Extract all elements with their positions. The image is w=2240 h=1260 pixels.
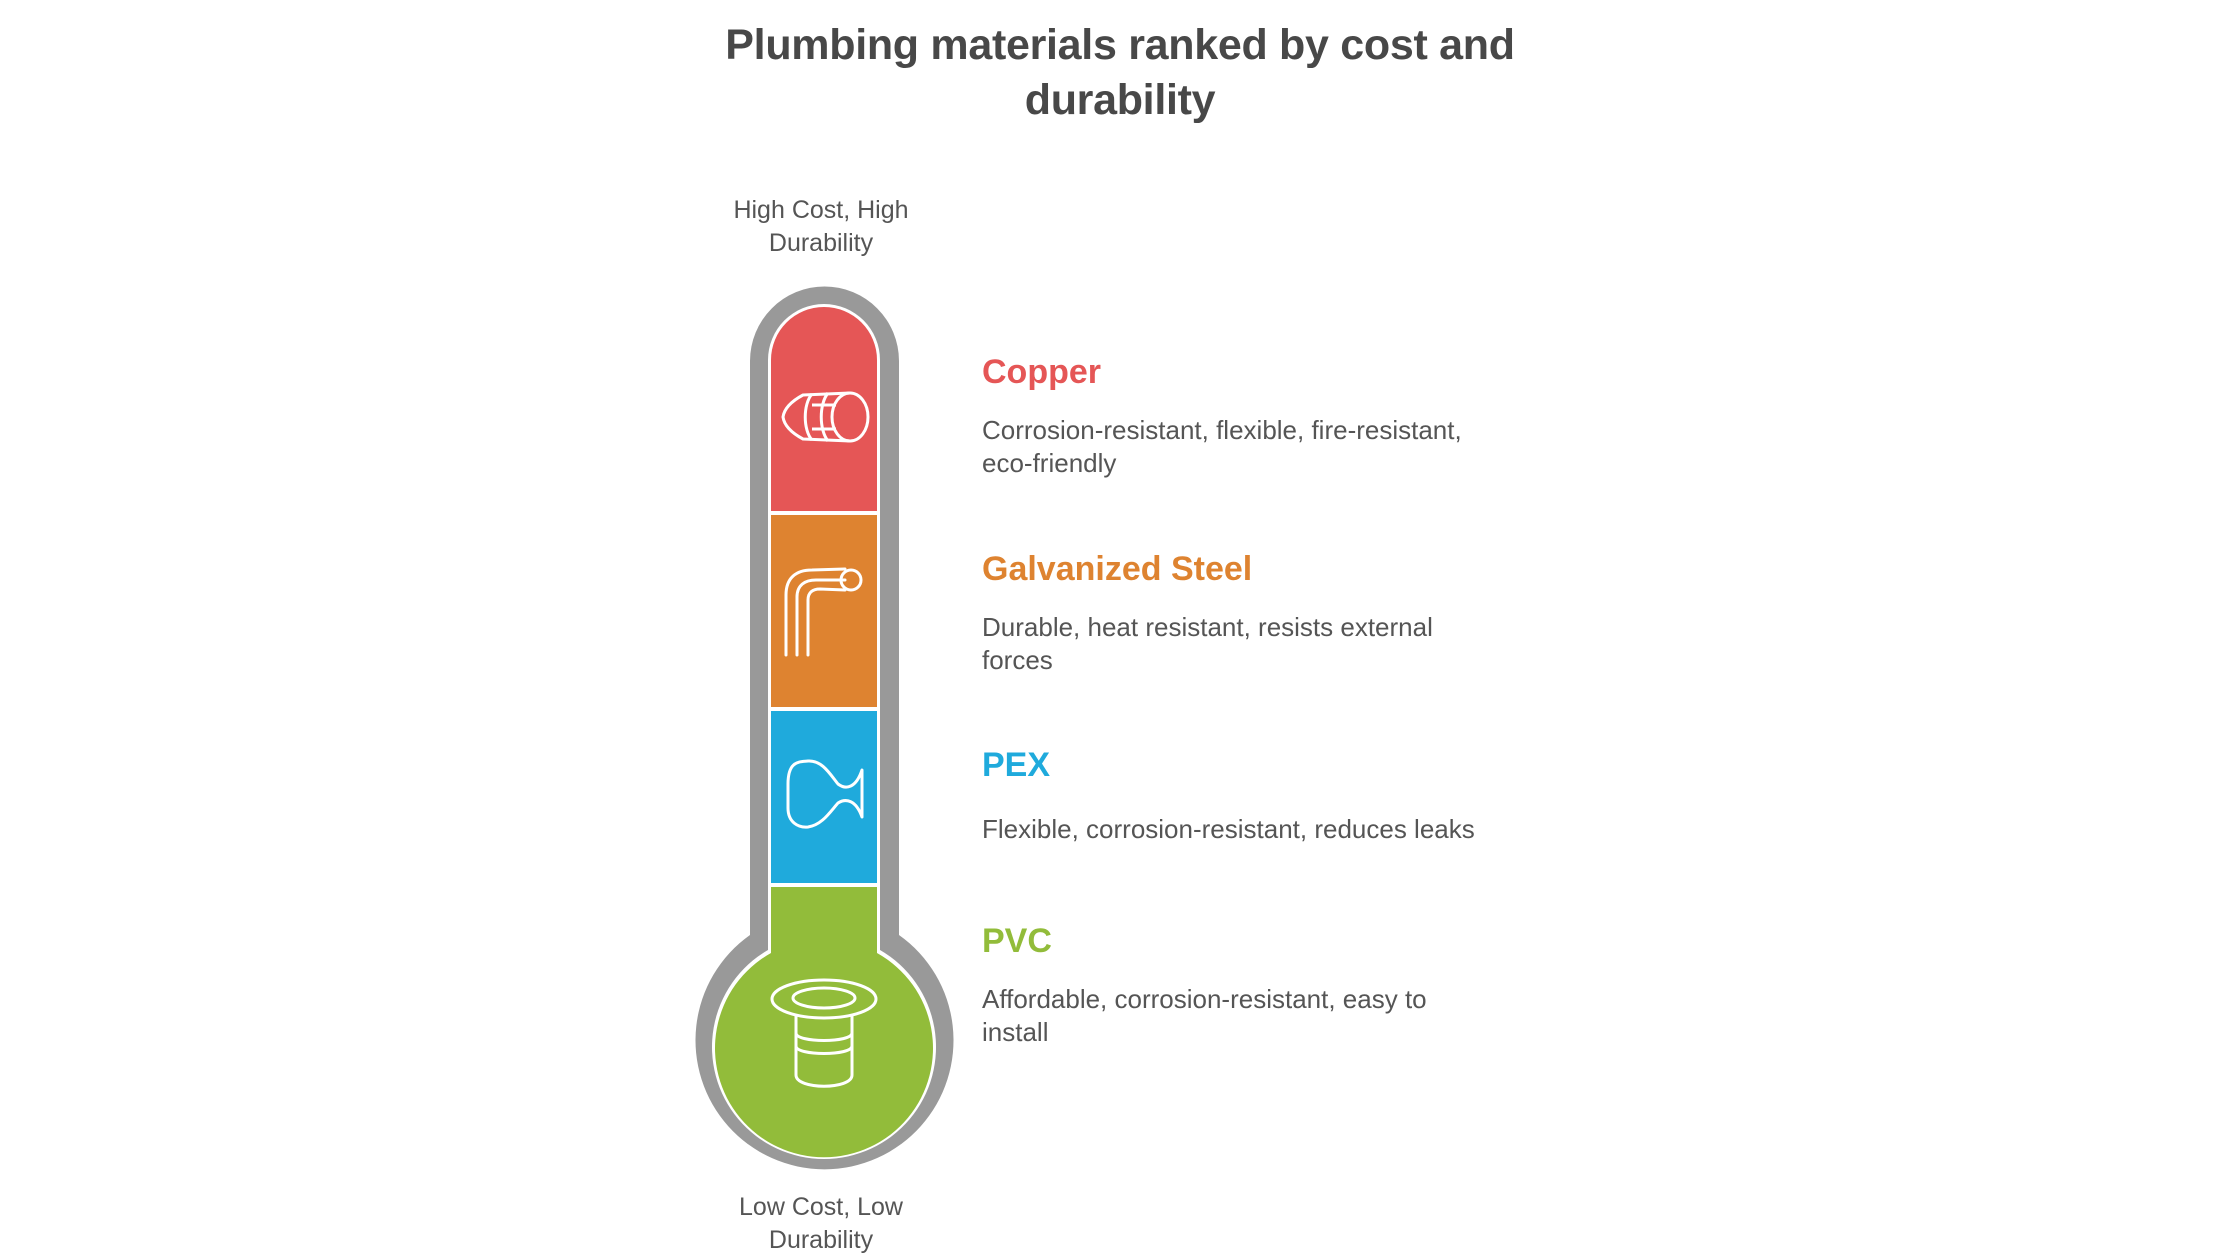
scale-bottom-line-1: Low Cost, Low [739, 1193, 903, 1221]
flexible-tube-icon [786, 759, 864, 829]
material-item-galvanized-steel: Galvanized Steel Durable, heat resistant… [982, 549, 1542, 677]
page-title: Plumbing materials ranked by cost and du… [0, 18, 2240, 128]
material-description: Durable, heat resistant, resists externa… [982, 611, 1542, 677]
description-line-1: Durable, heat resistant, resists externa… [982, 612, 1433, 642]
bent-pipe-icon [784, 567, 863, 657]
material-description: Corrosion-resistant, flexible, fire-resi… [982, 414, 1542, 480]
description-line-1: Affordable, corrosion-resistant, easy to [982, 984, 1427, 1014]
segment-pvc [714, 887, 933, 1158]
pvc-pipe-icon [770, 978, 878, 1088]
material-item-pvc: PVC Affordable, corrosion-resistant, eas… [982, 921, 1542, 1049]
description-line-2: install [982, 1017, 1049, 1047]
description-line-1: Corrosion-resistant, flexible, fire-resi… [982, 415, 1462, 445]
material-title: PEX [982, 746, 1051, 784]
material-description: Affordable, corrosion-resistant, easy to… [982, 983, 1542, 1049]
description-line-2: forces [982, 645, 1053, 675]
scale-top-line-2: Durability [768, 229, 874, 257]
title-line-1: Plumbing materials ranked by cost and [725, 21, 1515, 69]
title-line-2: durability [1024, 76, 1216, 124]
scale-top-line-1: High Cost, High [733, 196, 909, 224]
material-description: Flexible, corrosion-resistant, reduces l… [982, 813, 1542, 846]
scale-bottom-label: Low Cost, Low Durability [671, 1191, 971, 1257]
segment-galvanized-steel [771, 515, 877, 707]
material-item-pex: PEX Flexible, corrosion-resistant, reduc… [982, 745, 1542, 846]
scale-top-label: High Cost, High Durability [671, 194, 971, 260]
segment-copper [771, 307, 877, 511]
scale-bottom-line-2: Durability [768, 1226, 874, 1254]
copper-fitting-icon [781, 391, 870, 443]
material-item-copper: Copper Corrosion-resistant, flexible, fi… [982, 352, 1542, 480]
description-line-1: Flexible, corrosion-resistant, reduces l… [982, 814, 1475, 844]
material-title: Copper [982, 353, 1101, 391]
description-line-2: eco-friendly [982, 448, 1117, 478]
material-title: Galvanized Steel [982, 550, 1253, 588]
material-title: PVC [982, 922, 1052, 960]
